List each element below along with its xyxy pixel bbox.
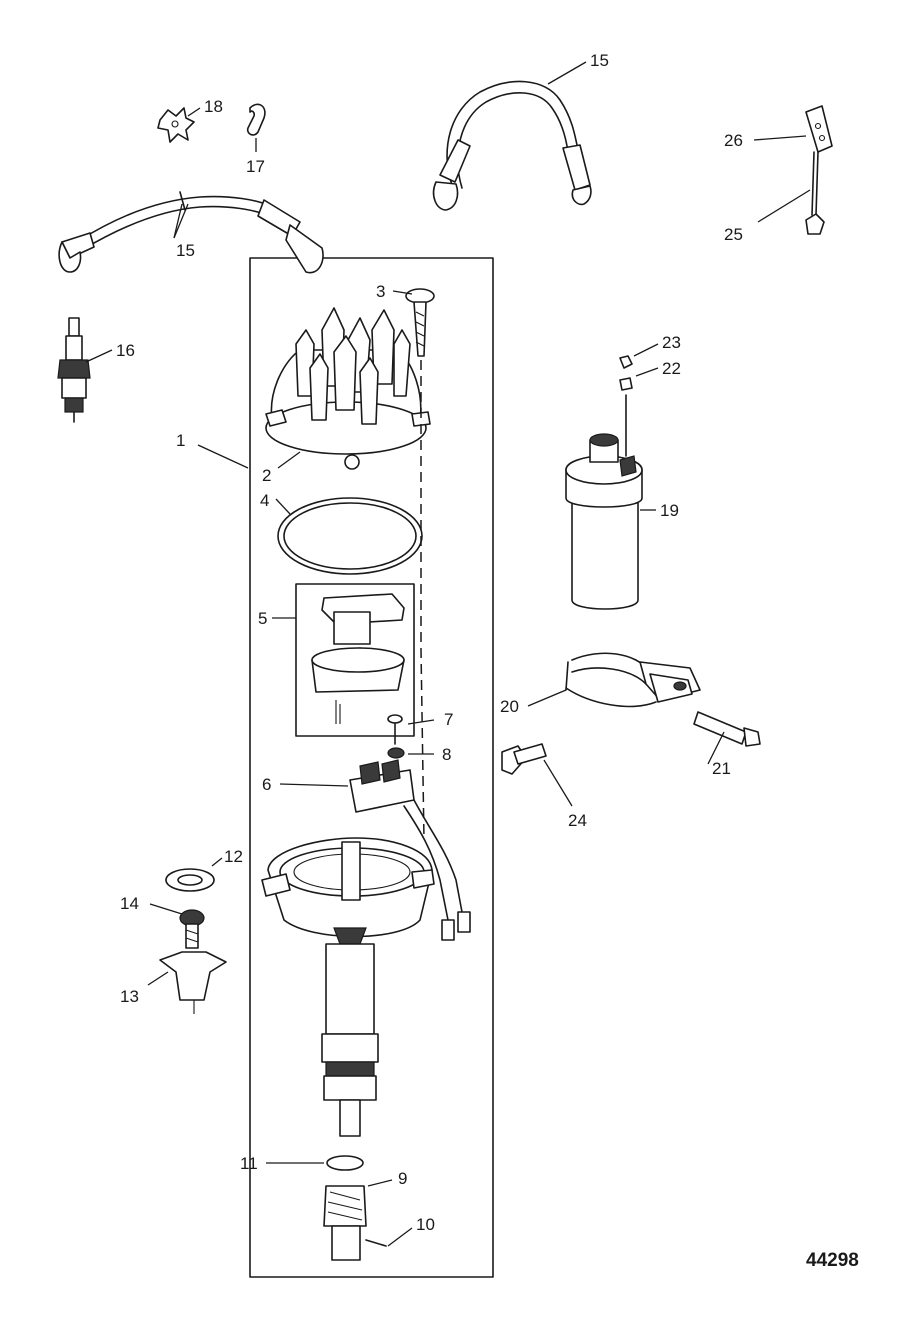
advance-bracket <box>159 951 227 1014</box>
callout-6: 6 <box>262 775 271 794</box>
module-screw <box>387 714 403 745</box>
callout-11: 11 <box>240 1154 258 1173</box>
callout-16: 16 <box>116 341 135 360</box>
callout-10: 10 <box>416 1215 435 1234</box>
callout-23: 23 <box>662 333 681 352</box>
small-rotor-clip <box>157 107 195 143</box>
coil-washer <box>619 377 633 391</box>
terminal-bracket <box>805 105 833 235</box>
callout-1: 1 <box>176 431 185 450</box>
mounting-bolt <box>501 743 547 775</box>
callout-17: 17 <box>246 157 265 176</box>
spark-plug-wire-top <box>432 80 592 211</box>
gear-pin <box>365 1239 387 1247</box>
callout-8: 8 <box>442 745 451 764</box>
advance-bolt <box>179 909 205 949</box>
callout-21: 21 <box>712 759 731 778</box>
callout-25: 25 <box>724 225 743 244</box>
callout-9: 9 <box>398 1169 407 1188</box>
rotor-kit-box <box>295 583 415 737</box>
retaining-clip <box>246 103 266 136</box>
distributor-assembly-frame <box>249 257 494 1278</box>
spark-plug <box>57 317 91 423</box>
cap-screw <box>405 288 435 357</box>
spark-plug-wire-left <box>58 191 324 274</box>
drive-gear <box>323 1185 367 1261</box>
callout-2: 2 <box>262 466 271 485</box>
shaft-washer <box>326 1155 364 1171</box>
coil-nut <box>619 355 633 369</box>
callout-3: 3 <box>376 282 385 301</box>
callout-4: 4 <box>260 491 269 510</box>
distributor-cap <box>265 307 431 470</box>
callout-15-left: 15 <box>176 241 195 260</box>
callout-12: 12 <box>224 847 243 866</box>
ignition-module <box>349 759 471 941</box>
callout-leaders <box>85 61 811 1247</box>
cap-gasket <box>277 497 423 575</box>
callout-7: 7 <box>444 710 453 729</box>
advance-washer <box>165 868 215 892</box>
document-number: 44298 <box>806 1250 859 1271</box>
callout-22: 22 <box>662 359 681 378</box>
callout-14: 14 <box>120 894 139 913</box>
callout-5: 5 <box>258 609 267 628</box>
callout-26: 26 <box>724 131 743 150</box>
ignition-coil <box>565 394 643 610</box>
coil-bracket <box>565 652 701 708</box>
callout-13: 13 <box>120 987 139 1006</box>
distributor-housing <box>261 837 435 1137</box>
callout-18: 18 <box>204 97 223 116</box>
callout-15-top: 15 <box>590 51 609 70</box>
module-washer <box>387 747 405 759</box>
bracket-bolt <box>693 711 761 747</box>
alignment-line <box>420 360 425 841</box>
callout-24: 24 <box>568 811 587 830</box>
callout-19: 19 <box>660 501 679 520</box>
callout-labels: 1 2 3 4 5 6 7 8 9 10 11 12 13 14 15 15 1… <box>116 51 743 1234</box>
callout-20: 20 <box>500 697 519 716</box>
